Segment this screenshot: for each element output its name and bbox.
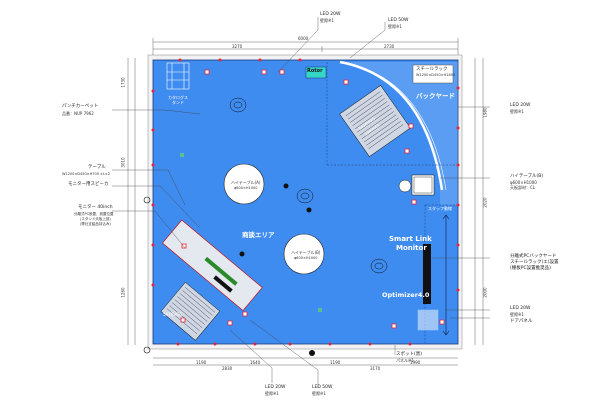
dimension-lines [127,38,484,366]
callout-monitor-left: モニター 40inch [78,205,113,210]
high-table-b-spec: φ600×H1000 [294,256,318,260]
callout-door-panel: ドアパネル [510,319,533,324]
optimizer-label: Optimizer4.0 [382,291,430,299]
rotor-box [305,66,327,79]
callout-led-bottom-2: LED 50W [312,385,333,390]
callout-high-table-sub2: 天板部材：CL [510,185,536,190]
dim-left-2: 3010 [120,157,126,168]
dim-right-3: 2000 [482,287,488,298]
staff-passage-label: スタッフ動線 [428,206,452,211]
callout-high-table-sub: φ600×H1000 [510,180,537,185]
backyard-label: バックヤード [416,92,455,100]
high-table-a-spec: φ600×H1000 [234,186,258,190]
smart-link-monitor [423,244,431,304]
dim-left-3: 1260 [120,287,126,298]
callout-pc-backyard: 分離式PCバックヤード [510,254,557,259]
callout-monitor-left-sub2: (スタンド天板上部) [80,217,111,221]
callout-spot-sub: パネル※1 [396,358,414,363]
leader-lines [112,17,490,388]
negotiation-area-label: 商談エリア [242,231,275,239]
dim-bottom-4: 1990 [410,360,421,365]
callout-floor-carpet-sub: 品番：NUP 7962 [62,111,94,116]
callout-led-top-1: LED 20W [320,12,341,17]
steel-rack-title: スチールラック [416,67,448,72]
callout-pc-backyard-2: スチールラック(エ)設置 [510,260,559,265]
callout-spot: スポット(黒) [396,352,423,357]
callout-led-right: LED 20W [510,103,531,108]
camera-marker [283,183,289,189]
callout-led-top-1-sub: 壁際※1 [320,18,334,23]
high-table-a-label: ハイテーブル(A) [231,180,261,185]
catalog-stand [166,62,190,90]
stool-figures [229,97,388,274]
callout-monitor-left-sub3: (弊社支給品持込み) [80,222,111,226]
spotlights [180,69,445,329]
dim-right-1: 1980 [482,107,488,118]
smart-link-monitor-label: Monitor [396,244,427,252]
smart-link-label: Smart Link [389,235,432,243]
steel-rack-spec: W1200×D450×H1800 [416,73,456,77]
callout-led-right-2-sub: 壁際※1 [510,312,524,317]
staff-passage-arrow [442,214,450,336]
catalog-stand-label: カタログスタンド [168,95,188,105]
callout-led-top-2-sub: 壁際※1 [388,24,402,29]
callout-monitor-left-sub: 分離式PC設置、設置位置 [74,212,114,216]
steel-rack [412,64,454,84]
callout-led-bottom-2-sub: 壁際※1 [312,391,326,396]
dim-top-left: 3270 [232,44,243,49]
callout-led-bottom-1: LED 20W [265,385,286,390]
callout-led-bottom-1-sub: 壁際※1 [265,391,279,396]
high-table-a [223,163,265,205]
counter-backyard [339,85,411,157]
callout-led-top-2: LED 50W [388,18,409,23]
callout-table-sub: W1200×D450×H700 ±L×2 [62,172,111,176]
dim-bottom-total-left: 2830 [222,366,233,371]
callout-table: テーブル [88,165,106,170]
callout-led-right-2: LED 20W [510,306,531,311]
callout-pc-backyard-3: (棚板PC設置推奨品) [510,266,551,271]
high-table-b [283,233,325,275]
rotor-label: Rotor [307,68,323,74]
high-table-b-label: ハイテーブル(B) [291,250,321,255]
callout-monitor-speaker: モニター用スピーカ [68,182,109,187]
dim-top-right: 2730 [384,44,395,49]
counter-front-label: 5A10VGG [163,312,183,317]
dim-top-total: 6000 [298,36,309,41]
dim-bottom-total-right: 3170 [370,366,381,371]
dim-bottom-2: 1640 [250,360,261,365]
counter-front [160,219,263,341]
dim-left-1: 1730 [120,77,126,88]
dim-bottom-1: 1190 [196,360,207,365]
callout-led-right-sub: 壁際※1 [510,109,524,114]
dim-right-2: 2020 [482,197,488,208]
dim-bottom-3: 1190 [330,360,341,365]
callout-floor-carpet: パンチカーペット [62,104,99,109]
callout-high-table: ハイテーブル(B) [510,174,544,179]
backyard-zone [343,62,458,205]
